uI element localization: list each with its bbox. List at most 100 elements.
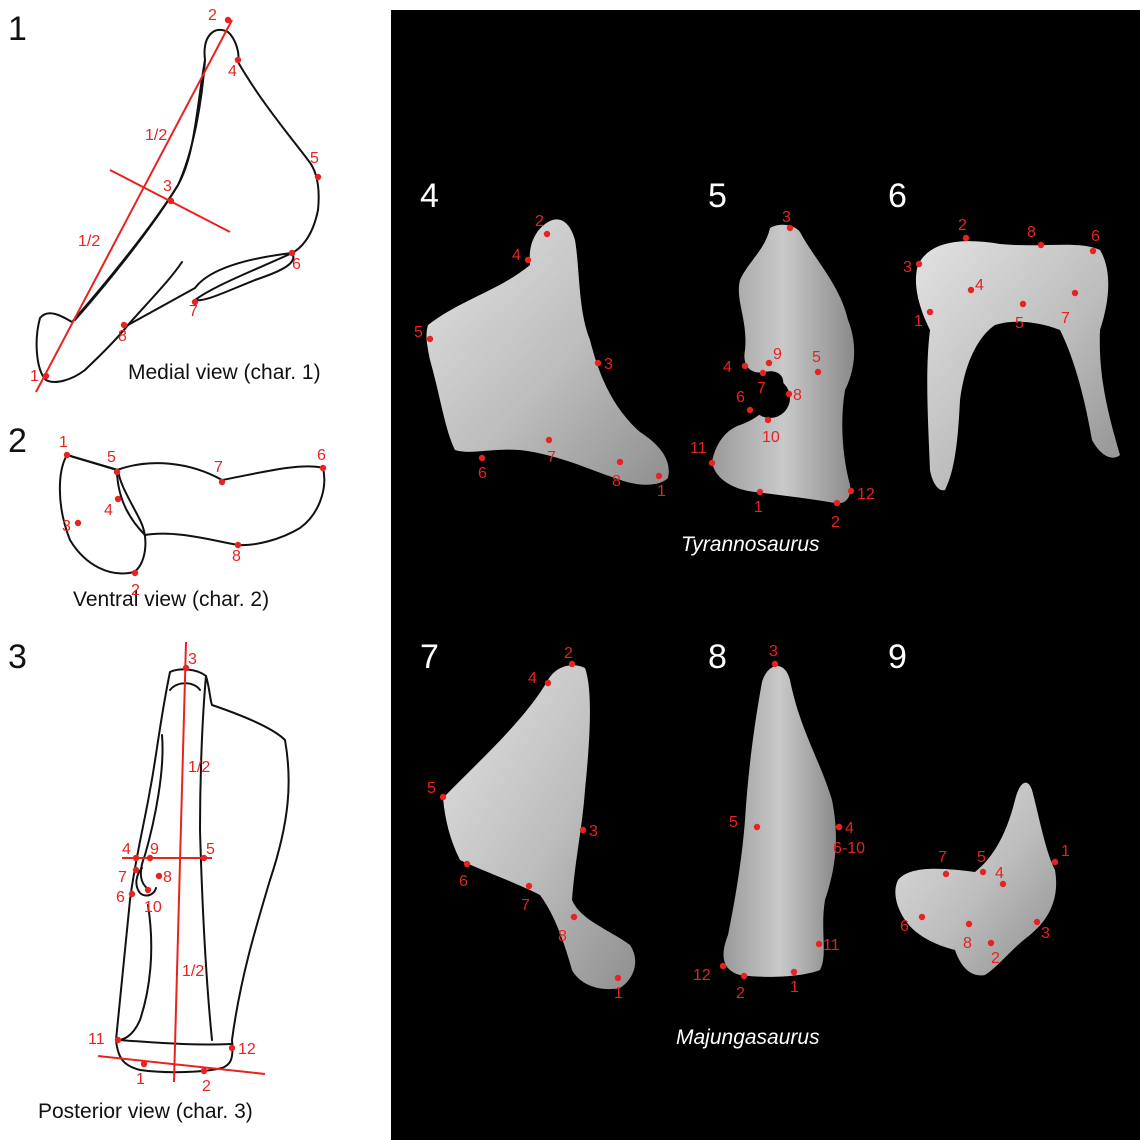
panel-1-caption: Medial view (char. 1) — [128, 361, 321, 384]
p3-landmark-label: 12 — [238, 1041, 256, 1058]
p4-landmark-label: 2 — [535, 213, 544, 230]
p2-landmark-dot — [219, 479, 225, 485]
p4-landmark-label: 4 — [512, 247, 521, 264]
p6-landmark-label: 2 — [958, 217, 967, 234]
p3-landmark-label: 7 — [118, 869, 127, 886]
p9-landmark-label: 3 — [1041, 925, 1050, 942]
p5-landmark-dot — [834, 500, 840, 506]
p1-landmark-dot — [168, 198, 174, 204]
p5-landmark-label: 7 — [757, 380, 766, 397]
p5-landmark-dot — [757, 489, 763, 495]
p7-landmark-label: 4 — [528, 670, 537, 687]
panel-1-lip — [128, 262, 182, 325]
panel-6-number: 6 — [888, 177, 907, 215]
p3-landmark-dot — [115, 1037, 121, 1043]
p9-landmark-dot — [980, 869, 986, 875]
p5-landmark-dot — [742, 363, 748, 369]
p4-landmark-label: 5 — [414, 324, 423, 341]
p3-landmark-label: 2 — [202, 1078, 211, 1095]
p8-landmark-label: 3 — [769, 643, 778, 660]
panel-2-right-lobe — [67, 455, 324, 545]
panel-3-caption: Posterior view (char. 3) — [38, 1100, 253, 1123]
p1-landmark-label: 3 — [163, 178, 172, 195]
p3-landmark-label: 6 — [116, 889, 125, 906]
p3-landmark-dot — [145, 887, 151, 893]
p8-landmark-label: 11 — [823, 937, 840, 954]
p5-landmark-dot — [747, 407, 753, 413]
p5-landmark-label: 4 — [723, 359, 732, 376]
p3-landmark-dot — [141, 1061, 147, 1067]
p3-landmark-label: 9 — [150, 841, 159, 858]
p6-landmark-dot — [916, 261, 922, 267]
p5-landmark-dot — [766, 360, 772, 366]
p4-landmark-dot — [595, 360, 601, 366]
p9-landmark-label: 1 — [1061, 843, 1070, 860]
p4-landmark-dot — [479, 455, 485, 461]
p1-landmark-dot — [315, 174, 321, 180]
p8-landmark-label: 6-10 — [833, 840, 865, 857]
p1-landmark-dot — [43, 373, 49, 379]
p3-landmark-dot — [133, 867, 139, 873]
p3-landmark-label: 5 — [206, 841, 215, 858]
panel-7-number: 7 — [420, 638, 439, 676]
p2-landmark-label: 8 — [232, 548, 241, 565]
p6-landmark-dot — [927, 309, 933, 315]
p7-landmark-label: 1 — [614, 985, 623, 1002]
p5-landmark-label: 8 — [793, 387, 802, 404]
panel-2-caption: Ventral view (char. 2) — [73, 588, 269, 611]
p8-landmark-label: 2 — [736, 985, 745, 1002]
p5-landmark-label: 11 — [690, 440, 707, 457]
p6-landmark-label: 7 — [1061, 310, 1070, 327]
p2-landmark-label: 6 — [317, 447, 326, 464]
p8-landmark-dot — [836, 824, 842, 830]
p4-landmark-dot — [525, 257, 531, 263]
p7-landmark-dot — [580, 827, 586, 833]
p4-landmark-dot — [427, 336, 433, 342]
p5-landmark-dot — [848, 488, 854, 494]
p6-landmark-dot — [1038, 242, 1044, 248]
panel-5-foramen — [750, 378, 790, 418]
p8-landmark-dot — [816, 941, 822, 947]
p2-landmark-dot — [132, 570, 138, 576]
p4-landmark-dot — [546, 437, 552, 443]
p7-landmark-dot — [545, 680, 551, 686]
p7-landmark-dot — [615, 975, 621, 981]
panel-4-number: 4 — [420, 177, 439, 215]
p3-landmark-dot — [129, 891, 135, 897]
panel-3-number: 3 — [8, 638, 27, 676]
panel-3-axis-line — [174, 642, 186, 1082]
p5-landmark-label: 6 — [736, 389, 745, 406]
p7-landmark-label: 3 — [589, 823, 598, 840]
p6-landmark-dot — [968, 287, 974, 293]
p2-landmark-dot — [64, 452, 70, 458]
p3-landmark-dot — [229, 1045, 235, 1051]
p5-landmark-label: 5 — [812, 349, 821, 366]
p2-landmark-label: 5 — [107, 449, 116, 466]
p3-landmark-label: 3 — [188, 651, 197, 668]
p7-landmark-label: 8 — [558, 928, 567, 945]
p5-landmark-label: 3 — [782, 209, 791, 226]
panel-2-ventral-drawing: 2 Ventral view (char. 2) 12345678 — [8, 422, 326, 611]
p7-landmark-label: 6 — [459, 873, 468, 890]
taxon-label-majungasaurus: Majungasaurus — [676, 1026, 820, 1049]
panel-8-number: 8 — [708, 638, 727, 676]
p4-landmark-label: 3 — [604, 356, 613, 373]
p8-landmark-label: 1 — [790, 979, 799, 996]
p3-landmark-label: 10 — [144, 899, 162, 916]
p4-landmark-dot — [617, 459, 623, 465]
p6-landmark-label: 6 — [1091, 228, 1100, 245]
p6-landmark-label: 3 — [903, 259, 912, 276]
p4-landmark-label: 6 — [478, 465, 487, 482]
p2-landmark-dot — [115, 496, 121, 502]
p5-landmark-label: 2 — [831, 514, 840, 531]
p6-landmark-dot — [1020, 301, 1026, 307]
p9-landmark-dot — [919, 914, 925, 920]
p6-landmark-label: 5 — [1015, 315, 1024, 332]
p8-landmark-label: 4 — [845, 820, 854, 837]
panel-1-number: 1 — [8, 10, 27, 48]
p2-landmark-dot — [320, 465, 326, 471]
p1-landmark-label: 7 — [189, 303, 198, 320]
p7-landmark-dot — [571, 914, 577, 920]
